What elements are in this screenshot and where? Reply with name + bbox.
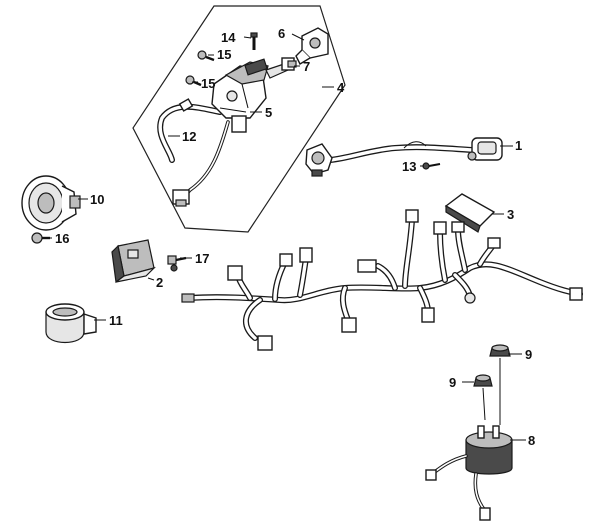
- part-7-connector: [281, 57, 297, 71]
- callout-9-lower: 9: [449, 375, 456, 390]
- part-14-screw: [250, 32, 258, 50]
- callout-3: 3: [507, 207, 514, 222]
- part-2-relay: [111, 239, 157, 284]
- part-15-screw-b: [185, 75, 202, 87]
- callout-14: 14: [221, 30, 236, 45]
- leader-lines: [44, 33, 526, 441]
- callout-8: 8: [528, 433, 535, 448]
- callout-17: 17: [195, 251, 209, 266]
- callout-5: 5: [265, 105, 272, 120]
- callout-7: 7: [303, 59, 310, 74]
- part-11-buzzer: [45, 303, 97, 343]
- callout-12: 12: [182, 129, 196, 144]
- callout-15-upper: 15: [217, 47, 231, 62]
- part-10-horn: [21, 175, 81, 231]
- part-15-screw-a: [197, 50, 215, 62]
- callout-2: 2: [156, 275, 163, 290]
- part-8-relay-assembly: [425, 358, 513, 521]
- callout-10: 10: [90, 192, 104, 207]
- callout-11: 11: [109, 313, 123, 328]
- part-1-cable: [305, 137, 503, 177]
- group-outline-4: [132, 5, 346, 233]
- part-6-bracket: [295, 27, 329, 65]
- callout-16: 16: [55, 231, 69, 246]
- callout-1: 1: [515, 138, 522, 153]
- part-3-cover-sheet: [444, 193, 496, 233]
- part-5-switch-body: [211, 58, 289, 133]
- main-wiring-harness: [181, 209, 583, 351]
- callout-4: 4: [337, 80, 345, 95]
- part-12-lead-wire: [157, 98, 230, 207]
- part-9-cap-lower: [473, 374, 493, 387]
- callout-15-lower: 15: [201, 76, 215, 91]
- callout-6: 6: [278, 26, 285, 41]
- part-9-cap-upper: [489, 344, 511, 357]
- callout-13: 13: [402, 159, 416, 174]
- part-13-screw: [422, 162, 441, 170]
- callout-9-upper: 9: [525, 347, 532, 362]
